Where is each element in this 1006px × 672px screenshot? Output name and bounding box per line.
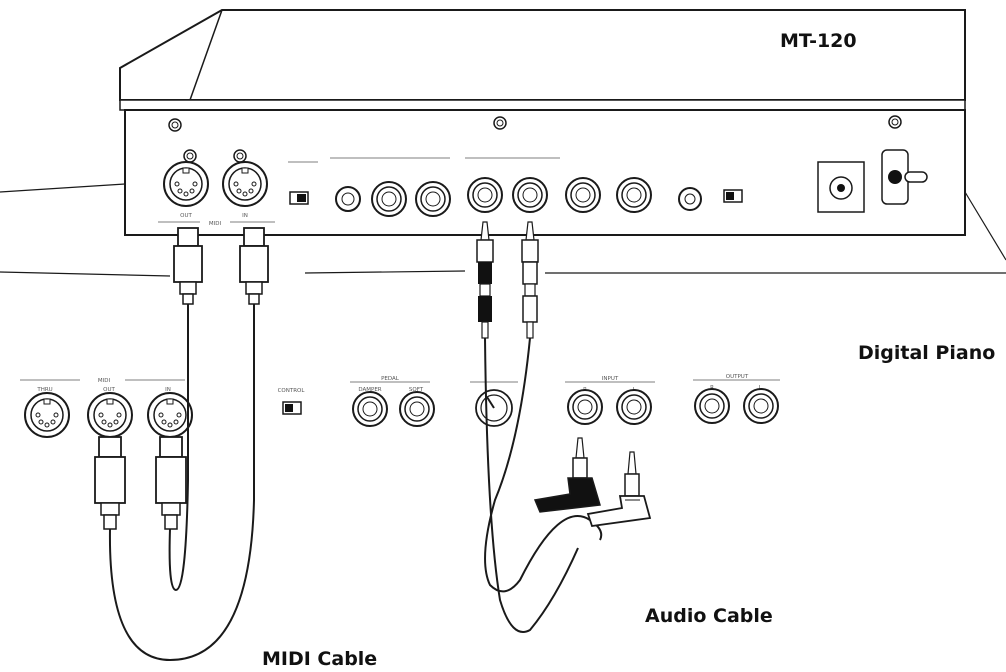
piano-damper-jack[interactable]: [352, 391, 388, 427]
mt120-phone-jack[interactable]: [565, 177, 601, 213]
piano-output-r-label: R: [710, 385, 714, 391]
piano-input-group-label: INPUT: [602, 376, 619, 382]
piano-midi-in-jack[interactable]: [147, 392, 193, 438]
mt120-midi-plug-out[interactable]: [173, 227, 203, 305]
piano-control-label: CONTROL: [278, 388, 306, 394]
piano-output-l-jack[interactable]: [743, 388, 779, 424]
piano-midi-out-jack[interactable]: [87, 392, 133, 438]
screw-icon: [888, 115, 902, 129]
piano-midi-thru-label: THRU: [36, 387, 52, 393]
piano-pedal-group-label: PEDAL: [381, 376, 400, 382]
piano-output-r-jack[interactable]: [694, 388, 730, 424]
piano-midi-plug-out[interactable]: [94, 436, 126, 530]
piano-midi-plug-in[interactable]: [155, 436, 187, 530]
piano-midi-thru-jack[interactable]: [24, 392, 70, 438]
mt120-unit: OUT IN MIDI: [119, 9, 966, 236]
mt120-audio-plug-right[interactable]: [521, 221, 539, 339]
mt120-phone-jack[interactable]: [616, 177, 652, 213]
piano-body-lines: [0, 183, 1006, 277]
piano-output-l-label: L: [758, 385, 762, 391]
piano-soft-jack[interactable]: [399, 391, 435, 427]
angle-audio-plug-dark[interactable]: [533, 437, 601, 513]
mt120-top-cover: [119, 9, 966, 101]
screw-icon: [183, 149, 197, 163]
mt120-midi-plug-in[interactable]: [239, 227, 269, 305]
piano-midi-out-label: OUT: [103, 387, 115, 393]
mt120-midi-out-label: OUT: [180, 213, 192, 219]
piano-input-l-jack[interactable]: [616, 389, 652, 425]
angle-audio-plug-light[interactable]: [586, 451, 652, 527]
mt120-midi-in-jack[interactable]: [222, 161, 268, 207]
mt120-audio-plug-left[interactable]: [476, 221, 494, 339]
piano-rear-panel: MIDI THRU OUT IN CONTROL PEDAL DAMPER SO…: [20, 374, 780, 438]
mt120-lip: [119, 99, 966, 111]
piano-input-r-jack[interactable]: [567, 389, 603, 425]
mt120-output-jack[interactable]: [512, 177, 548, 213]
piano-output-group-label: OUTPUT: [726, 374, 749, 380]
mt120-midi-group-label: MIDI: [209, 221, 222, 227]
midi-cable-label: MIDI Cable: [262, 648, 378, 670]
mt120-midi-in-label: IN: [242, 213, 248, 219]
mt120-phone-jack[interactable]: [371, 181, 407, 217]
screw-icon: [493, 116, 507, 130]
midi-cable: [108, 304, 255, 662]
mt120-model-label: MT-120: [780, 30, 857, 52]
piano-midi-in-label: IN: [165, 387, 171, 393]
piano-damper-label: DAMPER: [358, 387, 381, 393]
mt120-phone-jack[interactable]: [415, 181, 451, 217]
mt120-output-jack[interactable]: [467, 177, 503, 213]
audio-cable-label: Audio Cable: [645, 605, 773, 627]
mt120-midi-out-jack[interactable]: [163, 161, 209, 207]
screw-icon: [233, 149, 247, 163]
screw-icon: [168, 118, 182, 132]
digital-piano-label: Digital Piano: [858, 342, 996, 364]
piano-midi-group-label: MIDI: [98, 378, 111, 384]
piano-soft-label: SOFT: [409, 387, 424, 393]
